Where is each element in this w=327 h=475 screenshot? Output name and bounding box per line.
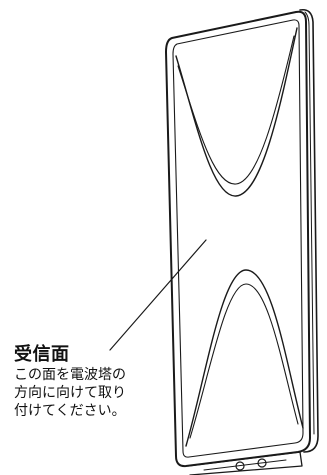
callout-title: 受信面: [14, 344, 70, 365]
mounting-bracket-detail: [203, 459, 287, 471]
bracket-bolt-right: [257, 458, 267, 468]
upper-v-element-outer: [175, 27, 298, 197]
flat-panel-antenna-icon: [109, 8, 319, 475]
antenna-side-edge: [299, 8, 319, 453]
bracket-bolt-left: [235, 461, 245, 471]
lower-v-element-outer: [185, 269, 304, 447]
callout-leader-line: [109, 239, 207, 351]
lower-v-element-inner: [189, 283, 299, 439]
receiving-surface-callout: 受信面 この面を電波塔の 方向に向けて取り 付けてください。: [14, 344, 174, 420]
upper-v-element-inner: [177, 35, 295, 185]
antenna-face-inner-border: [172, 19, 304, 458]
antenna-face-outline: [165, 10, 311, 468]
callout-text-line-2: 方向に向けて取り: [14, 385, 126, 401]
antenna-side-edge-inner: [304, 11, 315, 435]
callout-text-line-1: この面を電波塔の: [14, 367, 126, 383]
mounting-bracket: [187, 451, 303, 475]
callout-text-line-3: 付けてください。: [14, 403, 126, 419]
